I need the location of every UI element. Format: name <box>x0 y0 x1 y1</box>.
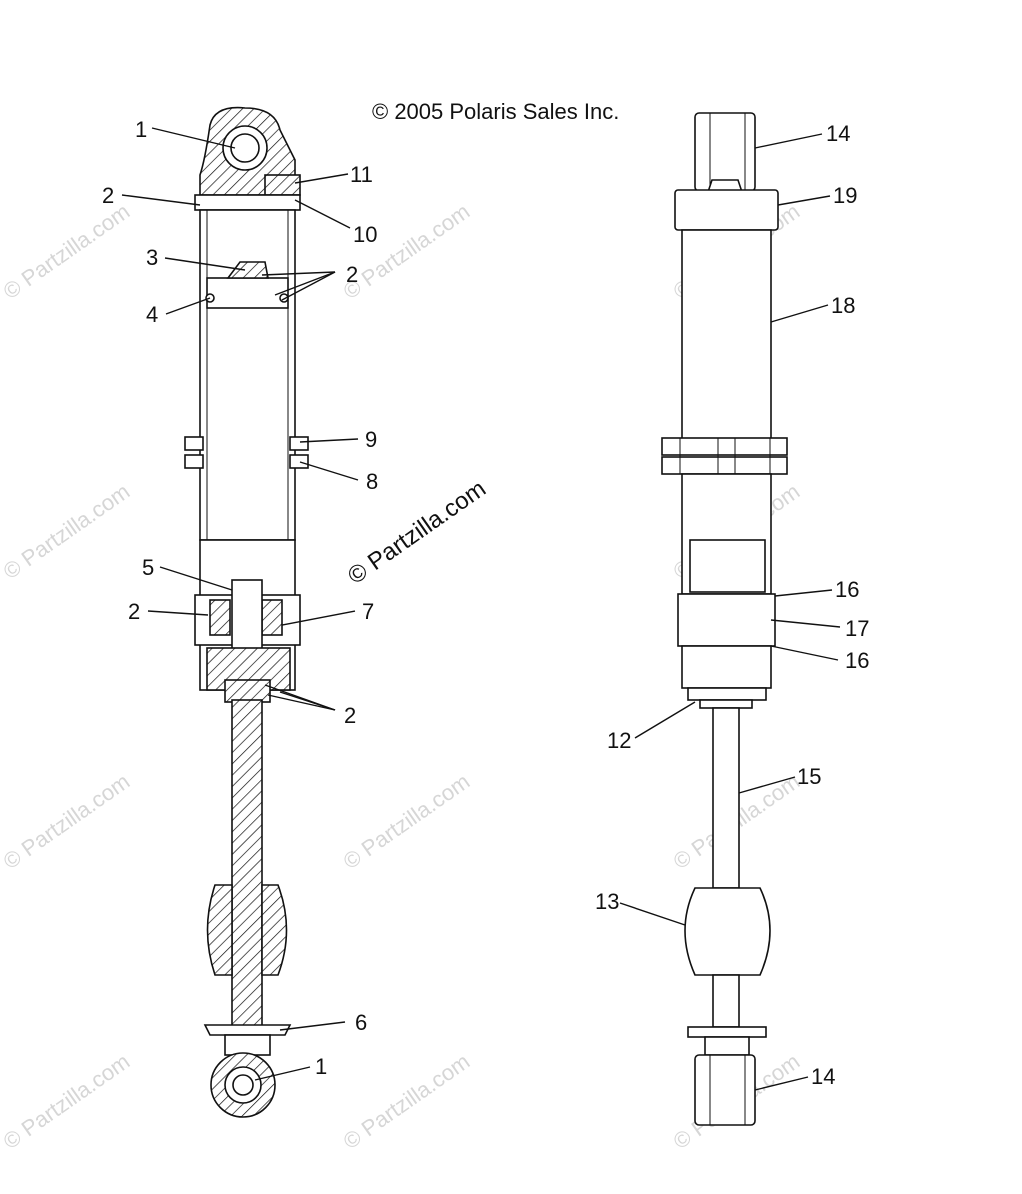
callout-label: 1 <box>315 1054 327 1079</box>
callout-label: 10 <box>353 222 377 247</box>
copyright-text: © 2005 Polaris Sales Inc. <box>372 99 619 124</box>
callout-label: 7 <box>362 599 374 624</box>
watermark: © Partzilla.com <box>339 1049 475 1155</box>
callout-label: 2 <box>102 183 114 208</box>
callout-label: 18 <box>831 293 855 318</box>
watermark: © Partzilla.com <box>0 479 134 585</box>
watermark: © Partzilla.com <box>339 199 475 305</box>
left-callouts: 1 2 11 10 3 2 4 9 8 5 2 7 2 6 1 <box>102 117 378 1079</box>
callout-label: 14 <box>826 121 850 146</box>
left-leader-lines <box>121 127 359 1081</box>
callout-label: 16 <box>835 577 859 602</box>
left-shock-cutaway <box>184 106 309 1118</box>
callout-label: 11 <box>350 162 373 187</box>
callout-label: 17 <box>845 616 869 641</box>
callout-label: 2 <box>344 703 356 728</box>
callout-label: 4 <box>146 302 158 327</box>
right-shock-exterior <box>661 112 788 1126</box>
callout-label: 14 <box>811 1064 835 1089</box>
callout-label: 9 <box>365 427 377 452</box>
callout-label: 5 <box>142 555 154 580</box>
watermark: © Partzilla.com <box>0 199 134 305</box>
callout-label: 8 <box>366 469 378 494</box>
callout-label: 2 <box>346 262 358 287</box>
callout-label: 1 <box>135 117 147 142</box>
callout-label: 2 <box>128 599 140 624</box>
callout-label: 3 <box>146 245 158 270</box>
callout-label: 19 <box>833 183 857 208</box>
callout-label: 16 <box>845 648 869 673</box>
callout-label: 6 <box>355 1010 367 1035</box>
callout-label: 13 <box>595 889 619 914</box>
callout-label: 15 <box>797 764 821 789</box>
watermark: © Partzilla.com <box>339 769 475 875</box>
watermark: © Partzilla.com <box>0 769 134 875</box>
right-leader-lines <box>619 133 841 1091</box>
watermark: © Partzilla.com <box>0 1049 134 1155</box>
callout-label: 12 <box>607 728 631 753</box>
right-callouts: 14 19 18 16 17 16 12 15 13 14 <box>595 121 869 1089</box>
